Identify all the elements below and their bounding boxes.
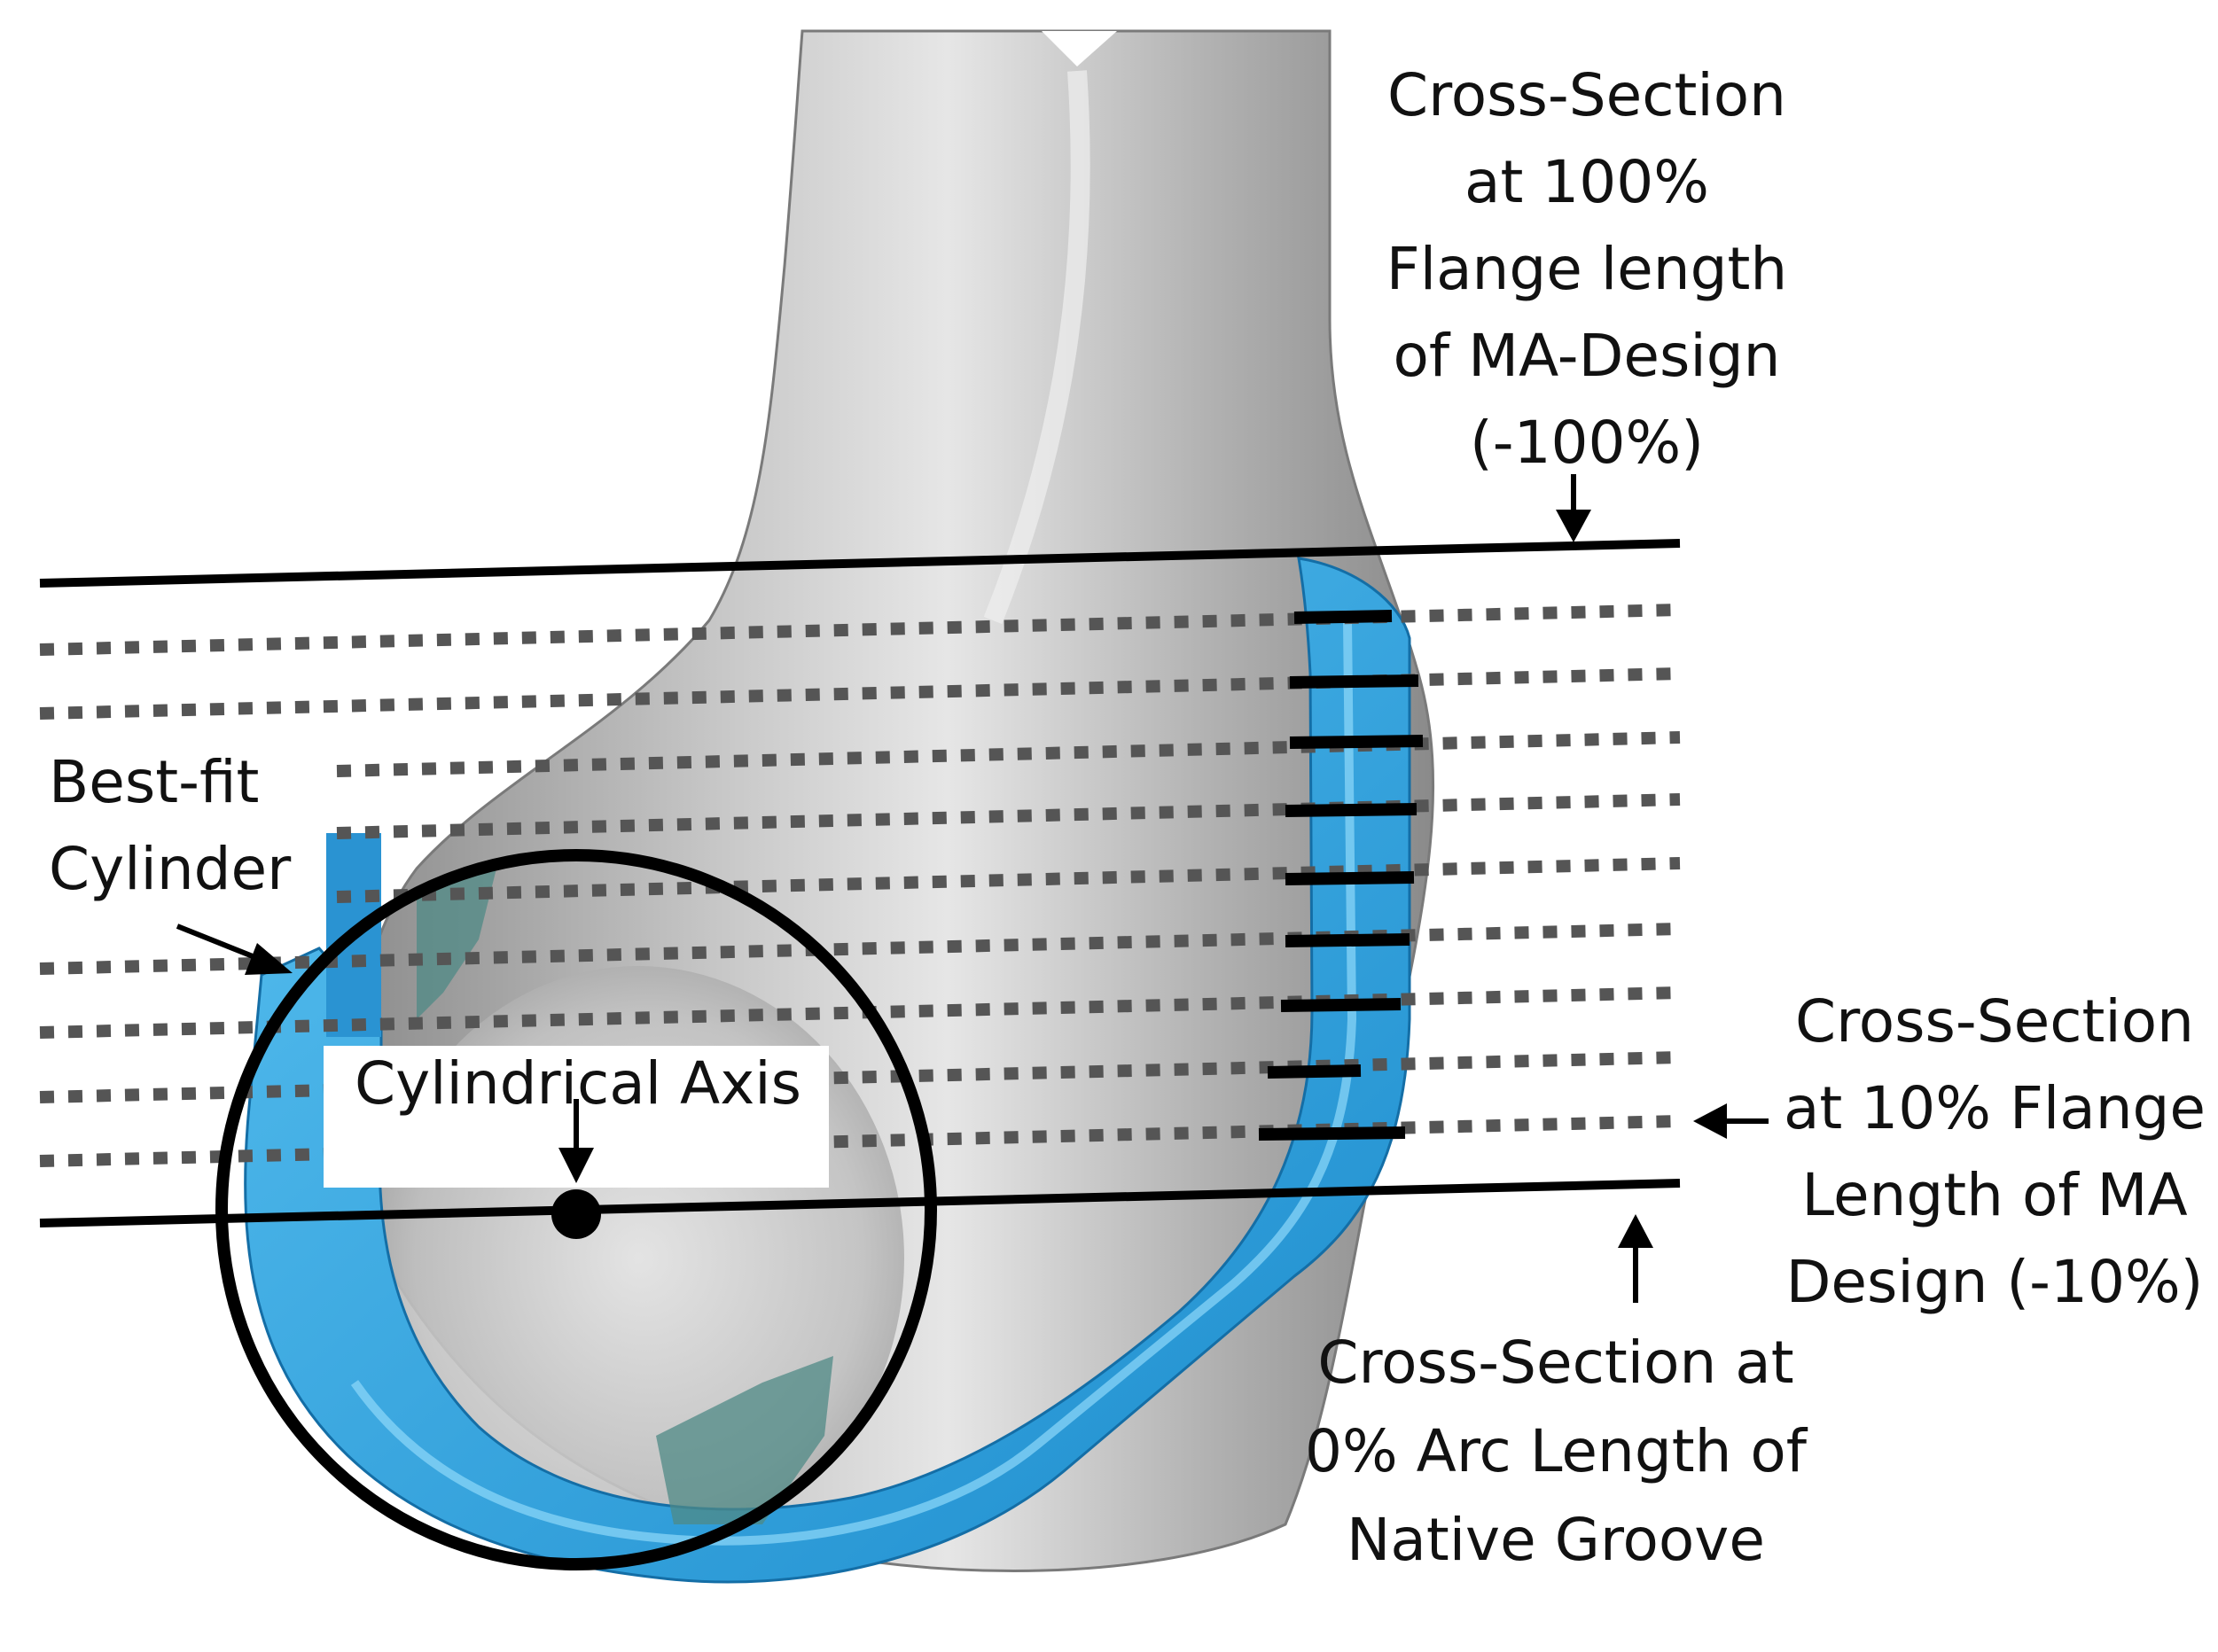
dotted-line-9 (39, 1115, 1681, 1167)
shaft-ridge (983, 70, 1090, 625)
axis-arrow (558, 1099, 594, 1183)
flange-mark-1 (1293, 610, 1393, 624)
overlay-lower (656, 1356, 833, 1524)
flange-mark-3 (1289, 735, 1424, 749)
top-section-line-5: (-100%) (1470, 409, 1704, 477)
bottom-section-label: Cross-Section at 0% Arc Length of Native… (1305, 1329, 1808, 1574)
best-fit-cylinder-circle (215, 849, 937, 1570)
right-section-label: Cross-Section at 10% Flange Length of MA… (1784, 987, 2206, 1316)
dotted-line-3 (336, 731, 1681, 777)
flange-mark-8 (1267, 1064, 1362, 1079)
best-fit-arrow (176, 923, 293, 975)
best-fit-line-1: Best-fit (49, 748, 259, 816)
bottom-section-line (39, 1179, 1681, 1227)
cross-section-lines (39, 539, 1681, 1227)
top-section-line-2: at 100% (1464, 148, 1709, 216)
right-section-line-1: Cross-Section (1795, 987, 2194, 1056)
right-section-line-4: Design (-10%) (1786, 1248, 2204, 1316)
top-section-line-4: of MA-Design (1394, 322, 1781, 390)
dotted-line-7 (39, 986, 1681, 1039)
overlay-upper (417, 869, 496, 1019)
dotted-line-8 (39, 1051, 1681, 1103)
bottom-section-line-3: Native Groove (1347, 1506, 1765, 1574)
bottom-section-line-1: Cross-Section at (1317, 1329, 1793, 1397)
top-section-line (39, 539, 1681, 588)
top-section-arrow (1556, 474, 1591, 542)
flange-mark-6 (1285, 933, 1410, 947)
best-fit-line-2: Cylinder (49, 835, 292, 903)
axis-center-point (551, 1189, 601, 1239)
shaft-notch (1042, 31, 1117, 66)
arrows (176, 474, 1769, 1303)
overlay-patches (417, 869, 833, 1524)
flange-section-marks (1258, 610, 1424, 1141)
right-section-line-2: at 10% Flange (1784, 1074, 2206, 1142)
dotted-line-5 (336, 857, 1681, 903)
bottom-section-line-2: 0% Arc Length of (1305, 1417, 1808, 1485)
right-section-arrow (1693, 1103, 1769, 1139)
dotted-line-1 (39, 604, 1681, 656)
top-section-label: Cross-Section at 100% Flange length of M… (1386, 61, 1787, 477)
flange-mark-2 (1289, 674, 1419, 689)
dotted-line-4 (336, 793, 1681, 839)
flange-mark-9 (1258, 1126, 1406, 1141)
femur-bone (353, 29, 1435, 1572)
implant-inner-edge (350, 620, 1357, 1546)
top-section-line-1: Cross-Section (1387, 61, 1786, 129)
best-fit-label: Best-fit Cylinder (49, 748, 292, 903)
flange-mark-4 (1285, 803, 1417, 817)
flange-mark-5 (1285, 871, 1415, 885)
bottom-section-arrow (1618, 1214, 1653, 1303)
flange-mark-7 (1280, 998, 1402, 1012)
right-section-line-3: Length of MA (1801, 1161, 2187, 1229)
top-section-line-3: Flange length (1386, 235, 1787, 303)
